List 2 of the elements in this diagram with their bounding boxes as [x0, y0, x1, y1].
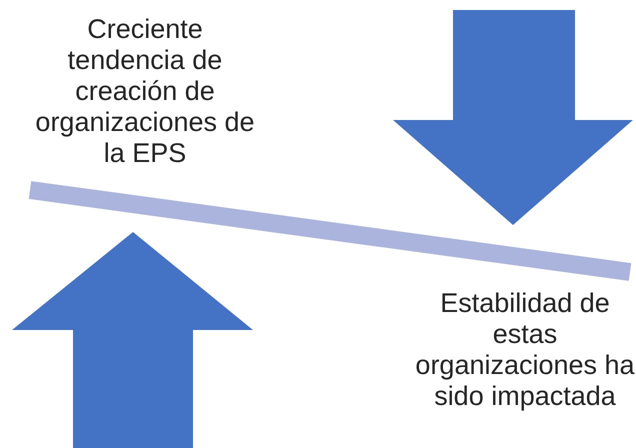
caption-text: Estabilidad de estas organizaciones ha sido impactada [414, 288, 636, 412]
caption-text: Creciente tendencia de creación de organizaciones de la EPS [34, 14, 256, 169]
